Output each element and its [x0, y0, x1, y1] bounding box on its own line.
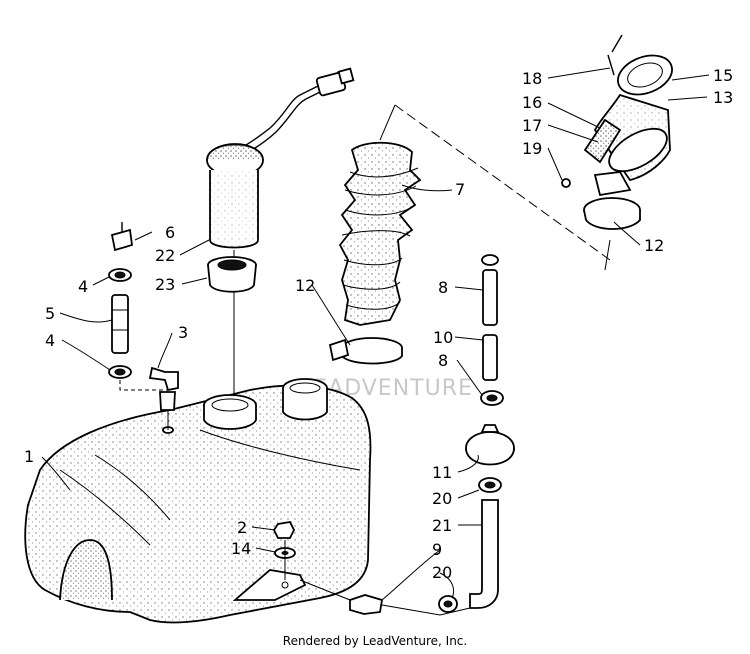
- render-credit-footer: Rendered by LeadVenture, Inc.: [282, 634, 468, 648]
- callout-9: 9: [432, 540, 442, 559]
- callout-4-upper: 4: [78, 277, 88, 296]
- callout-15: 15: [713, 66, 733, 85]
- callout-5: 5: [45, 304, 55, 323]
- callout-20-upper: 20: [432, 489, 452, 508]
- callout-23: 23: [155, 275, 175, 294]
- fuel-hose-part-21[interactable]: [469, 499, 499, 609]
- vent-assembly-path: [119, 380, 168, 391]
- fuel-sender-part-22[interactable]: [206, 67, 355, 249]
- callout-10: 10: [433, 328, 453, 347]
- grommet-part-23[interactable]: [207, 256, 257, 293]
- fuel-tank-part-1[interactable]: [24, 378, 372, 624]
- callout-14: 14: [231, 539, 251, 558]
- fitting-to-tank-line: [299, 579, 351, 601]
- hose-clamp-part-12-lower[interactable]: [328, 337, 403, 365]
- callout-6: 6: [165, 223, 175, 242]
- callout-12-lower: 12: [295, 276, 315, 295]
- clamp-part-20-upper[interactable]: [478, 477, 502, 493]
- assembly-dash-line: [394, 104, 611, 261]
- callout-20-lower: 20: [432, 563, 452, 582]
- clamp-part-4-lower[interactable]: [108, 365, 132, 379]
- leader-lines: [41, 67, 710, 601]
- callout-3: 3: [178, 323, 188, 342]
- assembly-leader: [379, 104, 396, 141]
- callout-12-upper: 12: [644, 236, 664, 255]
- callout-22: 22: [155, 246, 175, 265]
- callout-13: 13: [713, 88, 733, 107]
- hose-part-5[interactable]: [111, 294, 129, 354]
- callout-4-lower: 4: [45, 331, 55, 350]
- fuel-line-part-8-upper[interactable]: [481, 254, 499, 326]
- filler-neck-assembly[interactable]: [561, 34, 677, 230]
- callout-11: 11: [432, 463, 452, 482]
- callout-2: 2: [237, 518, 247, 537]
- callout-16: 16: [522, 93, 542, 112]
- callout-18: 18: [522, 69, 542, 88]
- vent-elbow-part-3[interactable]: [148, 366, 179, 411]
- clamp-part-8-lower[interactable]: [480, 390, 504, 406]
- fuel-line-part-10[interactable]: [482, 334, 498, 381]
- clamp-part-4-upper[interactable]: [108, 268, 132, 282]
- callout-1: 1: [24, 447, 34, 466]
- callout-8-upper: 8: [438, 278, 448, 297]
- callout-17: 17: [522, 116, 542, 135]
- clamp-part-20-lower[interactable]: [438, 595, 458, 613]
- fuel-filter-part-11[interactable]: [465, 424, 515, 466]
- callout-8-lower: 8: [438, 351, 448, 370]
- nut-part-2[interactable]: [272, 521, 296, 539]
- vent-valve-part-6[interactable]: [110, 222, 133, 252]
- callout-7: 7: [455, 180, 465, 199]
- callout-21: 21: [432, 516, 452, 535]
- callout-19: 19: [522, 139, 542, 158]
- filler-bellows-part-7[interactable]: [338, 141, 422, 326]
- assembly-leader-2: [604, 239, 611, 271]
- fuel-fitting-part-9[interactable]: [349, 594, 471, 616]
